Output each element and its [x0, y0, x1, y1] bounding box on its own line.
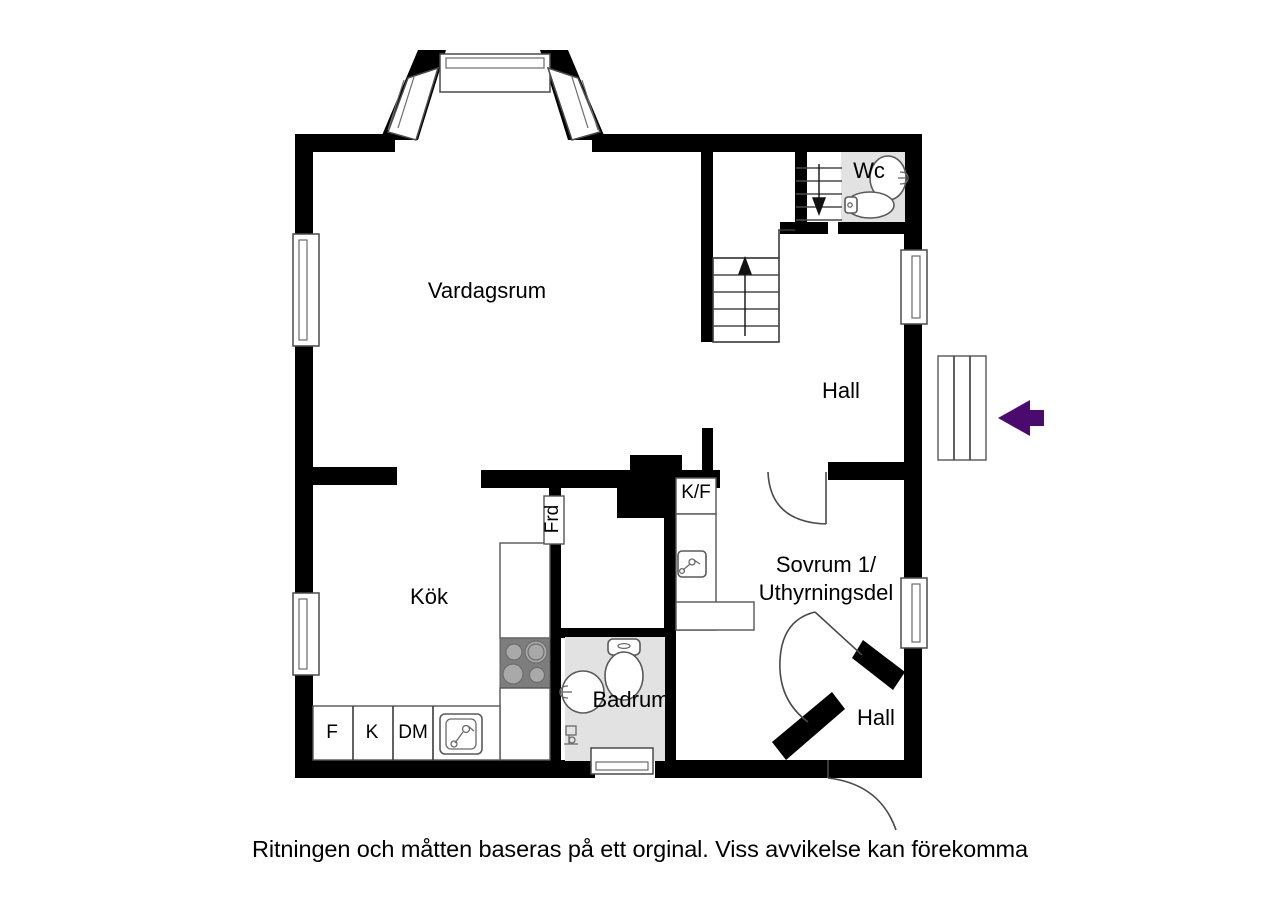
stair-up: [712, 229, 795, 343]
kf-unit: [675, 477, 717, 515]
label-appliance-f: F: [326, 722, 338, 743]
wall-sovrum-top-right: [828, 462, 912, 480]
label-kok: Kök: [410, 584, 449, 609]
sovrum-counter-horizontal: [675, 601, 755, 631]
wall-frd-top: [549, 470, 561, 498]
entrance-arrow: [998, 400, 1044, 436]
wall-bottom-right: [655, 760, 922, 778]
door-swings: [767, 471, 897, 831]
window-bottom-badrum: [590, 747, 654, 775]
door-sovrum-hall[interactable]: [779, 611, 863, 723]
label-frd: Frd: [542, 505, 563, 534]
wall-wc-left: [795, 146, 807, 230]
window-left-upper: [292, 233, 320, 347]
label-sovrum1-line1: Sovrum 1/: [776, 552, 877, 577]
window-bay-left: [387, 66, 440, 141]
windows: [292, 53, 928, 775]
label-sovrum1-line2: Uthyrningsdel: [759, 580, 894, 605]
kok-counter-right: [499, 687, 551, 761]
wall-hall-stub: [702, 428, 713, 474]
stair-up-arrow-icon: [737, 256, 753, 275]
wall-right-mid: [904, 322, 922, 462]
frd-closet: [543, 495, 565, 545]
badrum-floor-drain-icon: [564, 725, 578, 745]
wc-toilet-icon: [844, 191, 895, 219]
room-labels: Vardagsrum Wc Hall Kök Badrum Sovrum 1/ …: [410, 158, 895, 730]
wall-bottom-stub-a: [573, 760, 595, 778]
wall-angled-jamb-upper: [852, 640, 905, 690]
label-hall-lower: Hall: [857, 705, 895, 730]
stair-down: [796, 164, 842, 221]
kitchen-units: [312, 542, 551, 761]
wall-right-lower: [904, 646, 922, 778]
sovrum-kitchenette-sink-icon: [677, 550, 707, 578]
wall-left-lower: [295, 674, 313, 778]
label-badrum: Badrum: [592, 687, 669, 712]
wall-angled-jamb-lower: [772, 692, 845, 760]
wall-structure: [295, 50, 922, 778]
kok-tall-unit: [499, 542, 551, 639]
wc-fixtures: [844, 155, 909, 219]
label-kf: K/F: [681, 482, 711, 503]
window-right-lower: [900, 577, 928, 649]
annotation-labels: Frd K/F F K DM: [326, 482, 711, 743]
wall-right-mid2: [904, 462, 922, 582]
window-bay-center: [439, 53, 551, 93]
badrum-sink-icon: [559, 670, 605, 714]
wall-wc-bottom-right: [838, 222, 906, 234]
label-vardagsrum: Vardagsrum: [428, 278, 546, 303]
kok-stove-hob-icon: [499, 637, 551, 689]
label-appliance-dm: DM: [398, 722, 428, 743]
badrum-toilet-icon: [604, 638, 644, 701]
stair-down-arrow-icon: [811, 197, 827, 216]
wall-frd-bottom: [549, 540, 561, 762]
window-left-lower: [292, 592, 320, 676]
badrum-fixtures: [559, 638, 644, 745]
wall-badrum-right-upper: [664, 488, 676, 638]
wall-top-left-stub: [295, 134, 395, 152]
wall-top-right: [592, 134, 922, 152]
wall-stair-landing: [780, 222, 802, 234]
window-bay-right: [546, 66, 602, 141]
wall-kok-living-divider: [295, 467, 397, 485]
wall-badrum-top: [561, 628, 667, 638]
wall-stairwell-left: [701, 146, 713, 342]
wall-right-upper: [904, 134, 922, 250]
window-right-upper: [900, 249, 928, 325]
label-wc: Wc: [853, 158, 885, 183]
wall-badrum-right-lower: [664, 638, 676, 762]
door-hall-exterior[interactable]: [827, 760, 897, 831]
label-appliance-k: K: [366, 722, 379, 743]
door-sovrum-top[interactable]: [767, 471, 827, 525]
wall-left-upper: [295, 134, 313, 236]
wall-bottom-left: [295, 760, 595, 778]
kok-kitchen-sink-icon: [439, 713, 483, 755]
label-hall-upper: Hall: [822, 378, 860, 403]
drawing-disclaimer-caption: Ritningen och måtten baseras på ett orgi…: [251, 836, 1028, 862]
entrance-door[interactable]: [937, 355, 987, 461]
sovrum-kitchenette: [675, 477, 755, 631]
